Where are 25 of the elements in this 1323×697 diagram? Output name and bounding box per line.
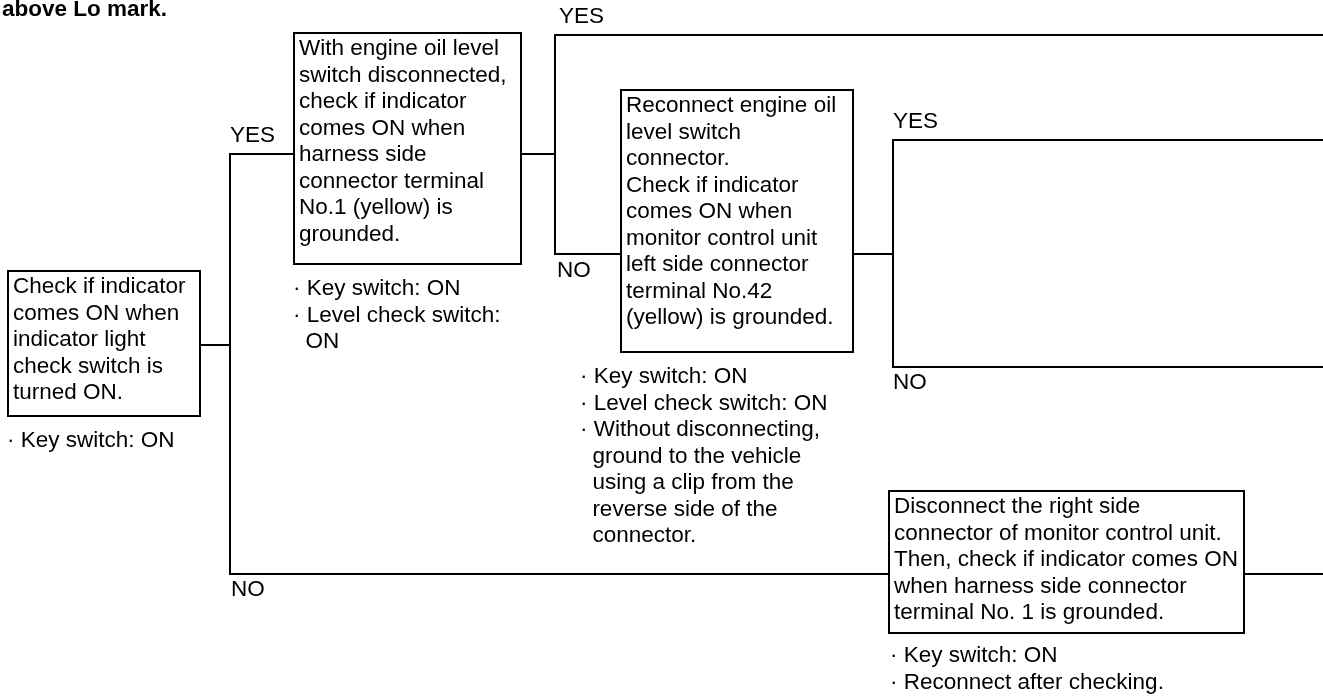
step-box xyxy=(620,89,854,353)
step-text: With engine oil level switch disconnected, check if indicator comes ON when harness side connector terminal No.1 (yellow) is grounded. xyxy=(299,35,508,247)
condition-note: · Key switch: ON xyxy=(890,642,1059,669)
edge-label: YES xyxy=(559,3,605,30)
step-text: Disconnect the right side connector of monitor control unit. Then, check if indicator comes ON when harness side connector terminal No. 1 is grounded. xyxy=(894,493,1239,626)
condition-note: · Without disconnecting, ground to the vehicle using a clip from the reverse side of the connector. xyxy=(580,416,822,549)
connector-line xyxy=(521,153,621,255)
edge-label: NO xyxy=(557,257,591,284)
condition-note: · Level check switch: ON xyxy=(293,301,502,355)
step-box xyxy=(7,270,201,417)
step-box xyxy=(293,32,522,265)
condition-note: · Key switch: ON xyxy=(293,275,462,302)
condition-note: · Reconnect after checking. xyxy=(890,668,1165,695)
step-text: Check if indicator comes ON when monitor control unit left side connector terminal No.42 (yellow) is grounded. xyxy=(626,171,835,331)
connector-line xyxy=(1244,573,1323,575)
heading-text: above Lo mark. xyxy=(2,0,168,23)
step-text: Check if indicator comes ON when indicator light check switch is turned ON. xyxy=(13,273,187,406)
edge-label: YES xyxy=(893,108,939,135)
edge-label: NO xyxy=(893,369,927,396)
condition-note: · Key switch: ON xyxy=(7,427,176,454)
edge-label: YES xyxy=(230,122,276,149)
condition-note: · Key switch: ON xyxy=(580,363,749,390)
edge-label: NO xyxy=(231,576,265,603)
step-text: Reconnect engine oil level switch connector. xyxy=(626,92,838,172)
condition-note: · Level check switch: ON xyxy=(580,389,829,416)
